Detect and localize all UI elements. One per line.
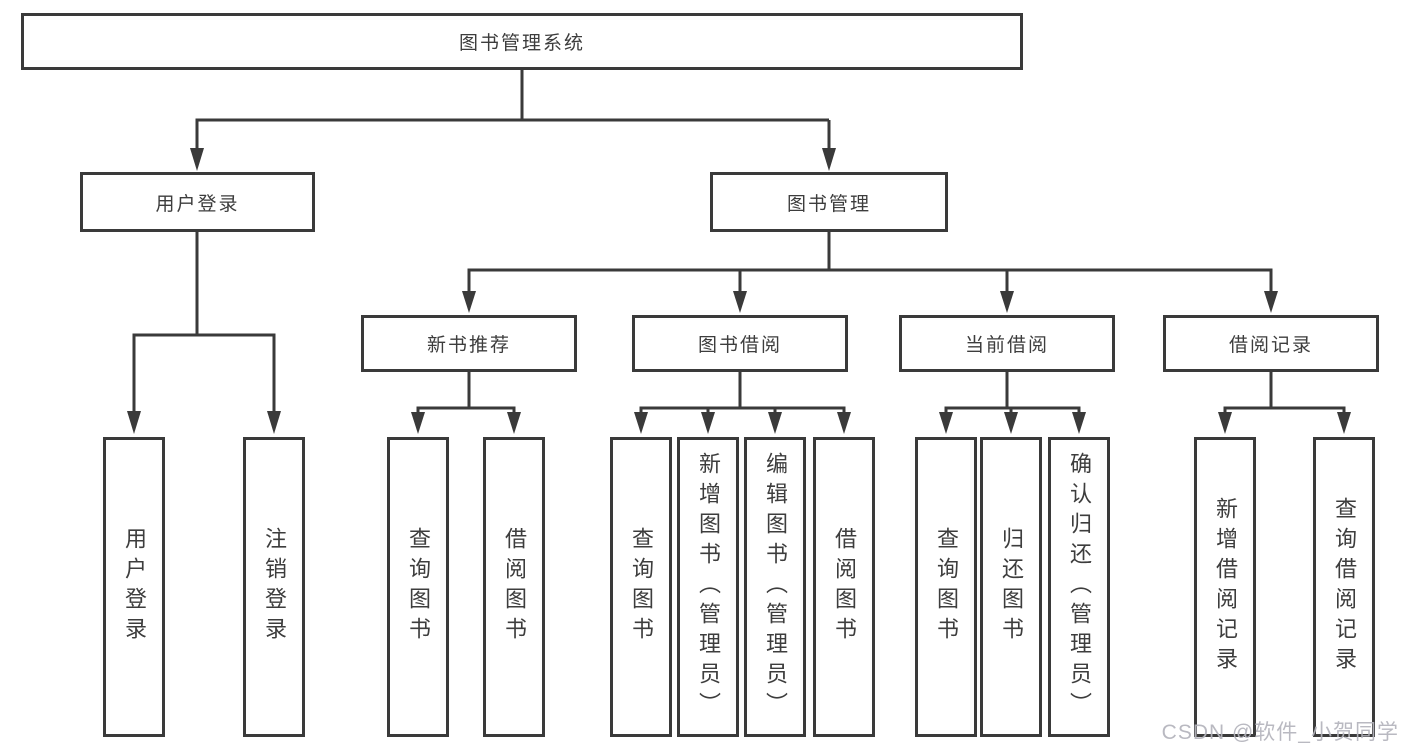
leaf-add-borrow-record: 新增借阅记录 (1194, 437, 1256, 737)
connector-root (190, 70, 836, 171)
leaf-add-book-admin-label: 新增图书（管理员） (696, 452, 721, 722)
node-library-management-system: 图书管理系统 (21, 13, 1023, 70)
connector-borrow-records (1218, 372, 1351, 434)
node-borrow-records: 借阅记录 (1163, 315, 1379, 372)
leaf-query-books-borrowing-label: 查询图书 (629, 527, 654, 647)
leaf-query-books-recommend-label: 查询图书 (406, 527, 431, 647)
leaf-return-books: 归还图书 (980, 437, 1042, 737)
node-current-borrowing: 当前借阅 (899, 315, 1115, 372)
leaf-confirm-return-admin-label: 确认归还（管理员） (1067, 452, 1092, 722)
leaf-query-books-recommend: 查询图书 (387, 437, 449, 737)
leaf-borrow-books-recommend: 借阅图书 (483, 437, 545, 737)
leaf-query-borrow-record: 查询借阅记录 (1313, 437, 1375, 737)
leaf-edit-book-admin: 编辑图书（管理员） (744, 437, 806, 737)
node-book-management-label: 图书管理 (786, 193, 871, 215)
csdn-watermark: CSDN @软件_小贺同学 (1161, 721, 1399, 744)
leaf-query-books-borrowing: 查询图书 (610, 437, 672, 737)
connector-new-book-recommend (411, 372, 521, 434)
leaf-borrow-books-label: 借阅图书 (832, 527, 857, 647)
leaf-query-borrow-record-label: 查询借阅记录 (1332, 497, 1357, 677)
node-book-borrowing: 图书借阅 (632, 315, 848, 372)
node-book-management: 图书管理 (710, 172, 948, 232)
leaf-add-borrow-record-label: 新增借阅记录 (1213, 497, 1238, 677)
connector-book-management (462, 232, 1278, 313)
leaf-user-login-label: 用户登录 (122, 527, 147, 647)
leaf-confirm-return-admin: 确认归还（管理员） (1048, 437, 1110, 737)
node-user-login: 用户登录 (80, 172, 315, 232)
leaf-user-login: 用户登录 (103, 437, 165, 737)
leaf-logout-label: 注销登录 (262, 527, 287, 647)
connector-current-borrowing (939, 372, 1086, 434)
node-user-login-label: 用户登录 (155, 193, 240, 215)
connector-book-borrowing (634, 372, 851, 434)
leaf-borrow-books-recommend-label: 借阅图书 (502, 527, 527, 647)
leaf-query-books-current: 查询图书 (915, 437, 977, 737)
leaf-query-books-current-label: 查询图书 (934, 527, 959, 647)
leaf-edit-book-admin-label: 编辑图书（管理员） (763, 452, 788, 722)
connector-user-login (127, 232, 281, 434)
node-new-book-recommend: 新书推荐 (361, 315, 577, 372)
node-borrow-records-label: 借阅记录 (1228, 335, 1313, 356)
node-current-borrowing-label: 当前借阅 (964, 335, 1049, 356)
leaf-logout: 注销登录 (243, 437, 305, 737)
leaf-borrow-books: 借阅图书 (813, 437, 875, 737)
leaf-add-book-admin: 新增图书（管理员） (677, 437, 739, 737)
node-library-management-system-label: 图书管理系统 (458, 33, 585, 54)
leaf-return-books-label: 归还图书 (999, 527, 1024, 647)
node-book-borrowing-label: 图书借阅 (697, 335, 782, 356)
node-new-book-recommend-label: 新书推荐 (426, 335, 511, 356)
